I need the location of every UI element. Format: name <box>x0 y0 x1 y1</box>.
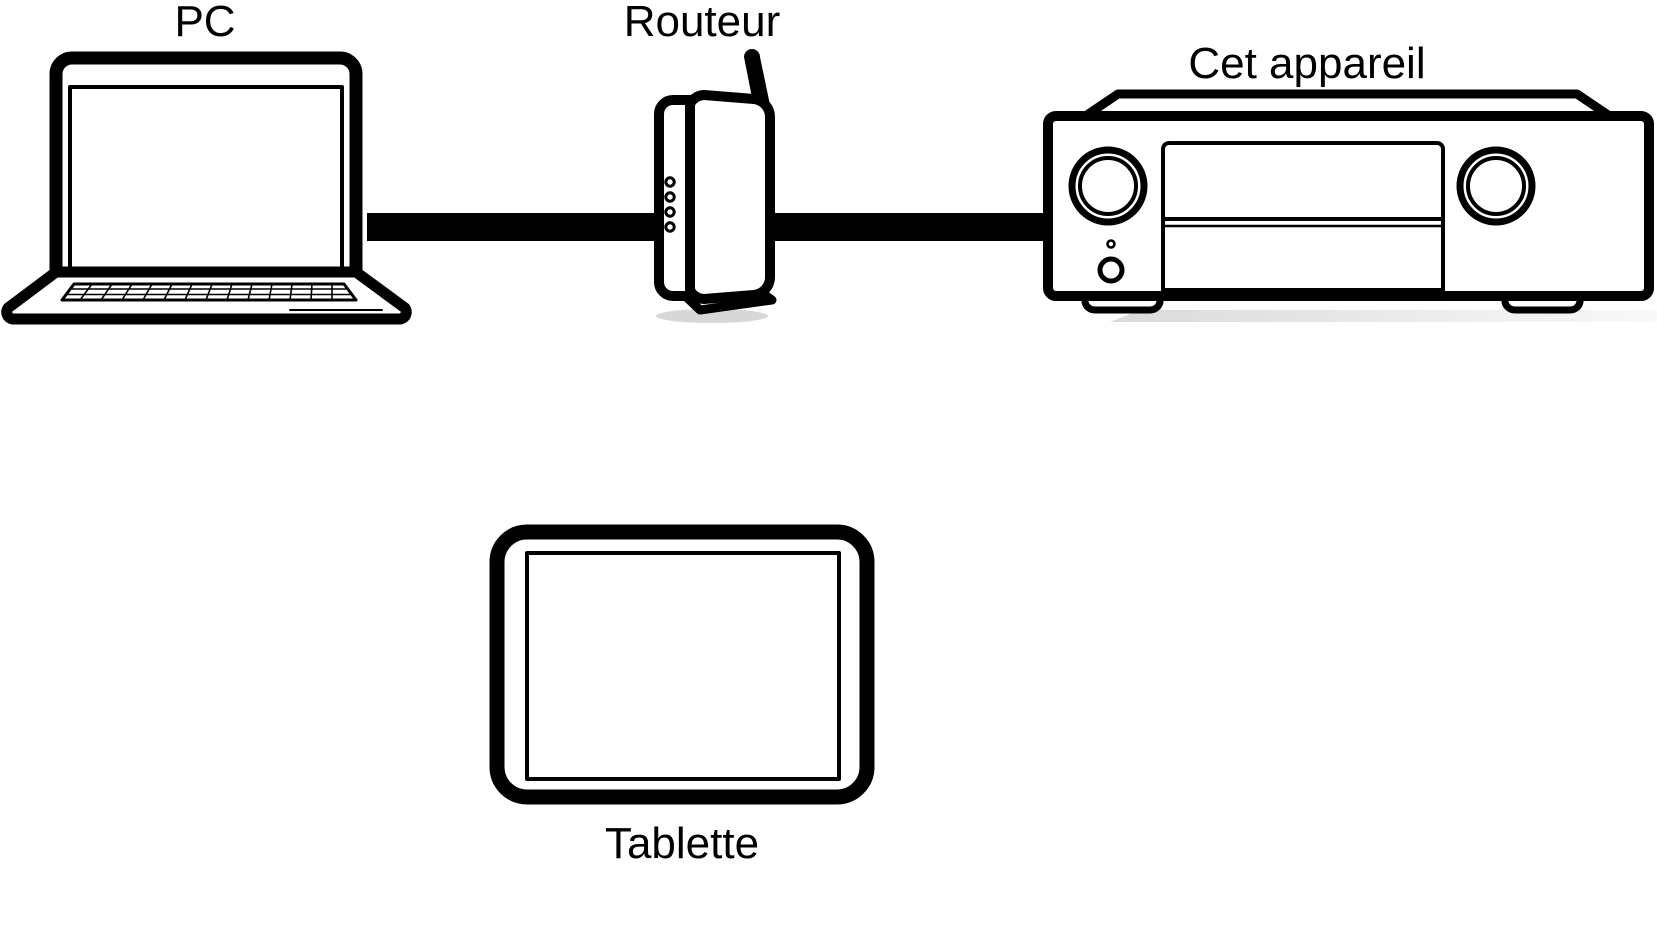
laptop-icon <box>1 51 412 325</box>
receiver-display-panel <box>1161 141 1445 292</box>
receiver-status-led <box>1106 239 1116 249</box>
cable-router-to-receiver <box>760 213 1070 241</box>
receiver-power-button[interactable] <box>1097 256 1125 284</box>
receiver-knob-right[interactable] <box>1456 146 1536 226</box>
router-led-indicators <box>664 176 676 233</box>
cable-pc-to-router <box>367 213 685 241</box>
tablet-icon <box>489 524 875 805</box>
tablet-label: Tablette <box>605 819 759 868</box>
router-icon <box>654 49 777 323</box>
receiver-label: Cet appareil <box>1188 39 1425 88</box>
laptop-keyboard <box>60 282 358 302</box>
router-shadow <box>656 309 768 323</box>
router-label: Routeur <box>624 0 781 46</box>
receiver-knob-left[interactable] <box>1068 146 1148 226</box>
pc-label: PC <box>174 0 235 46</box>
av-receiver-icon <box>1043 89 1657 322</box>
